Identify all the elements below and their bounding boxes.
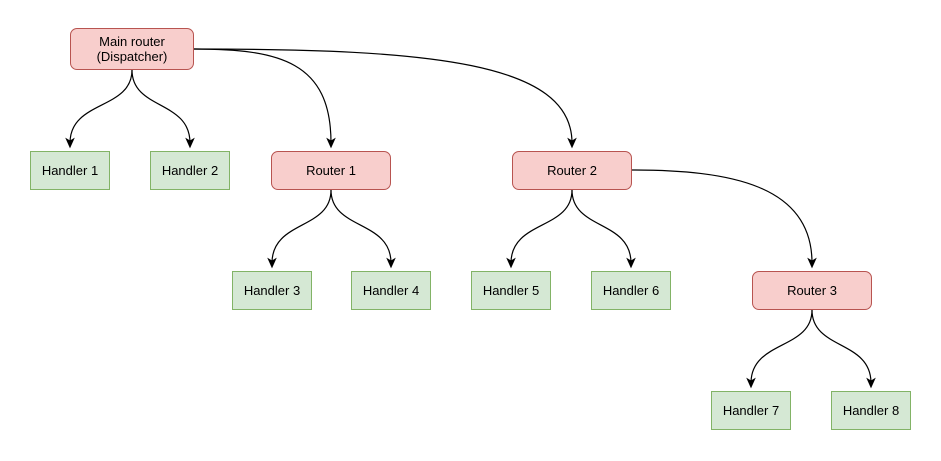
node-main-router[interactable]: Main router (Dispatcher) xyxy=(70,28,194,70)
node-label: Handler 5 xyxy=(482,283,540,298)
edges-group xyxy=(65,48,876,389)
node-router-3[interactable]: Router 3 xyxy=(752,271,872,310)
edge-r2-r3 xyxy=(631,169,817,269)
node-router-1[interactable]: Router 1 xyxy=(271,151,391,190)
edge-r2-h5 xyxy=(506,189,573,269)
node-label: Handler 3 xyxy=(243,283,301,298)
node-handler-4[interactable]: Handler 4 xyxy=(351,271,431,310)
edge-r3-h7 xyxy=(746,309,813,389)
node-handler-5[interactable]: Handler 5 xyxy=(471,271,551,310)
node-handler-6[interactable]: Handler 6 xyxy=(591,271,671,310)
node-label: Handler 8 xyxy=(842,403,900,418)
edge-r1-h3 xyxy=(267,189,332,269)
node-handler-8[interactable]: Handler 8 xyxy=(831,391,911,430)
edge-r1-h4 xyxy=(330,189,396,269)
node-handler-2[interactable]: Handler 2 xyxy=(150,151,230,190)
node-label: Router 2 xyxy=(547,163,597,178)
node-handler-1[interactable]: Handler 1 xyxy=(30,151,110,190)
node-label: Handler 2 xyxy=(161,163,219,178)
node-label: Handler 7 xyxy=(722,403,780,418)
node-label: Router 3 xyxy=(787,283,837,298)
node-router-2[interactable]: Router 2 xyxy=(512,151,632,190)
node-label: Router 1 xyxy=(306,163,356,178)
node-label: Handler 1 xyxy=(41,163,99,178)
edge-main-h2 xyxy=(131,69,195,149)
node-label: Main router (Dispatcher) xyxy=(96,34,168,64)
node-handler-3[interactable]: Handler 3 xyxy=(232,271,312,310)
edge-r3-h8 xyxy=(811,309,876,389)
edge-main-r1 xyxy=(193,48,336,149)
node-handler-7[interactable]: Handler 7 xyxy=(711,391,791,430)
edge-main-h1 xyxy=(65,69,133,149)
edge-r2-h6 xyxy=(571,189,636,269)
node-label: Handler 6 xyxy=(602,283,660,298)
edge-main-r2 xyxy=(193,48,577,149)
node-label: Handler 4 xyxy=(362,283,420,298)
